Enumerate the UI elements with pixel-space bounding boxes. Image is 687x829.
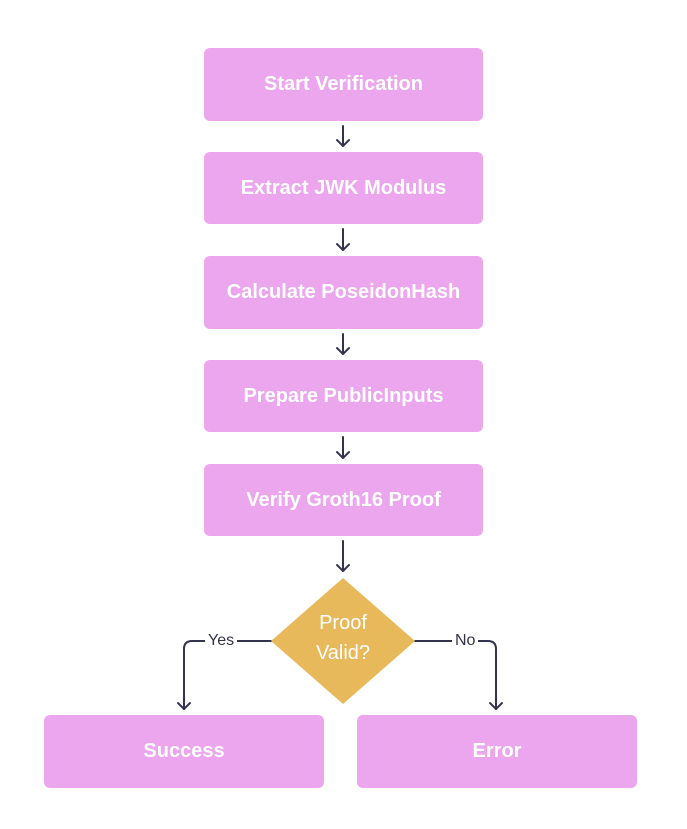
- node-success: Success: [44, 715, 324, 788]
- node-extract-jwk-modulus: Extract JWK Modulus: [204, 152, 483, 224]
- node-verify-groth16-proof: Verify Groth16 Proof: [204, 464, 483, 536]
- edge-label-yes: Yes: [205, 632, 238, 650]
- node-verify-groth16-proof-label: Verify Groth16 Proof: [246, 488, 441, 511]
- arrow-decision-to-success: [177, 640, 272, 710]
- node-start-verification: Start Verification: [204, 48, 483, 121]
- decision-label: Proof Valid?: [271, 608, 415, 668]
- decision-diamond: [271, 578, 415, 704]
- node-success-label: Success: [143, 740, 225, 762]
- node-error: Error: [357, 715, 637, 788]
- node-calculate-poseidon-hash-label: Calculate PoseidonHash: [226, 281, 461, 303]
- arrow-inputs-to-verify: [336, 436, 350, 459]
- arrow-start-to-extract: [336, 125, 350, 147]
- node-calculate-poseidon-hash: Calculate PoseidonHash: [204, 256, 483, 329]
- node-prepare-public-inputs: Prepare PublicInputs: [204, 360, 483, 432]
- node-prepare-public-inputs-label: Prepare PublicInputs: [243, 384, 444, 407]
- arrow-verify-to-decision: [336, 540, 350, 572]
- node-error-label: Error: [472, 740, 522, 762]
- arrow-decision-to-error: [414, 640, 503, 710]
- arrow-hash-to-inputs: [336, 333, 350, 355]
- edge-label-no: No: [452, 632, 479, 650]
- decision-label-line2: Valid?: [315, 642, 371, 664]
- arrow-extract-to-hash: [336, 228, 350, 251]
- decision-label-line1: Proof: [319, 612, 367, 634]
- node-start-verification-label: Start Verification: [264, 73, 423, 95]
- node-extract-jwk-modulus-label: Extract JWK Modulus: [240, 176, 447, 199]
